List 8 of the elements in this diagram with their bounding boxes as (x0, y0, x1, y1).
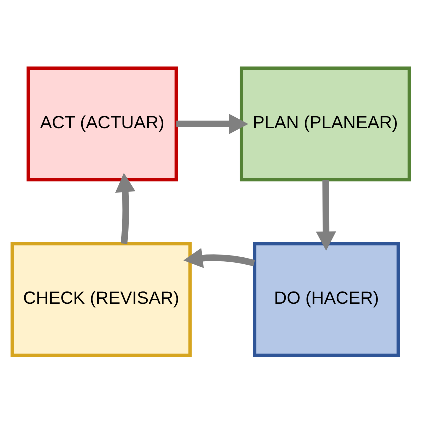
arrow (184, 248, 256, 268)
node-box: CHECK (REVISAR) (10, 242, 192, 358)
node-box: DO (HACER) (253, 242, 400, 358)
arrow (176, 114, 249, 134)
node-box: PLAN (PLANEAR) (240, 66, 412, 182)
node-box: ACT (ACTUAR) (26, 66, 178, 182)
arrow (316, 180, 336, 252)
arrow (115, 173, 136, 244)
